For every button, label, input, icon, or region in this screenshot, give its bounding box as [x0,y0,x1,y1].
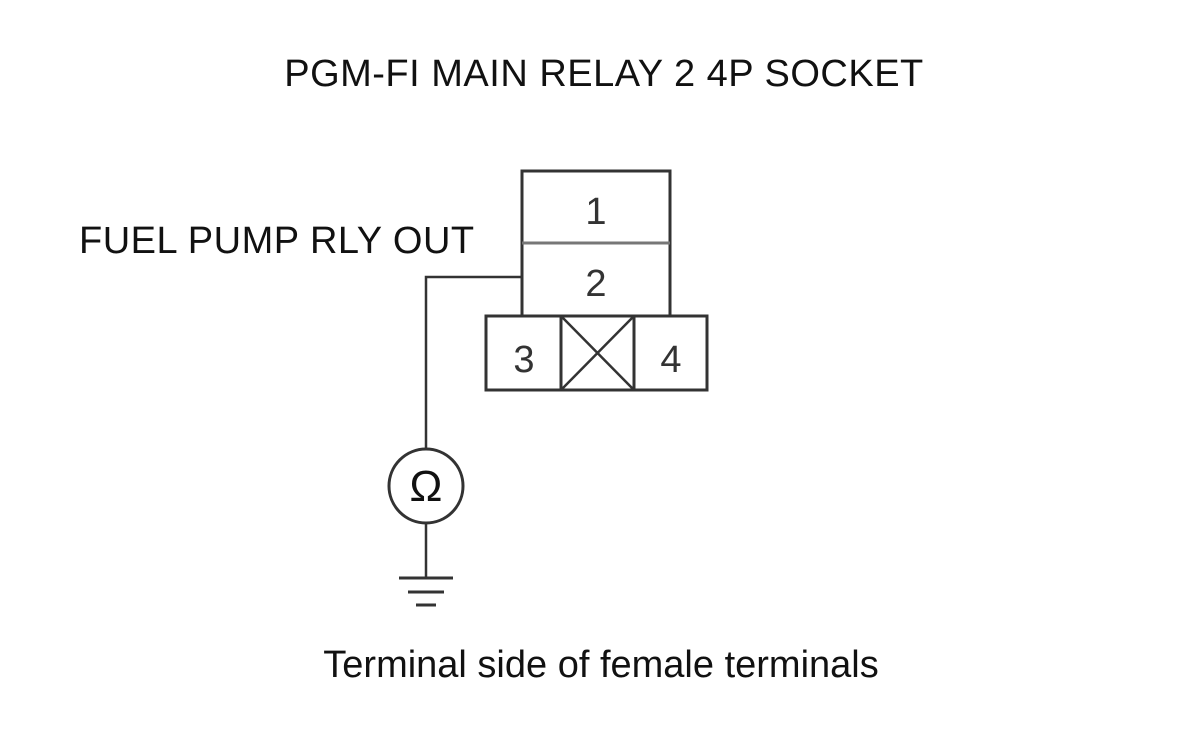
diagram-title: PGM-FI MAIN RELAY 2 4P SOCKET [284,53,924,95]
terminal-4-label: 4 [660,339,681,381]
connector-lower-body [484,314,709,392]
terminal-2-label: 2 [585,263,606,305]
ground-icon [399,576,453,607]
x-cavity-icon [560,315,635,391]
terminal-3-label: 3 [513,339,534,381]
connector-socket: 1 2 3 4 [484,169,709,392]
ohmmeter-icon: Ω [387,447,465,525]
terminal-1-label: 1 [585,191,606,233]
wire-label: FUEL PUMP RLY OUT [79,220,475,262]
meter-symbol: Ω [410,462,443,511]
diagram-caption: Terminal side of female terminals [323,644,879,686]
probe-wire [424,275,522,448]
